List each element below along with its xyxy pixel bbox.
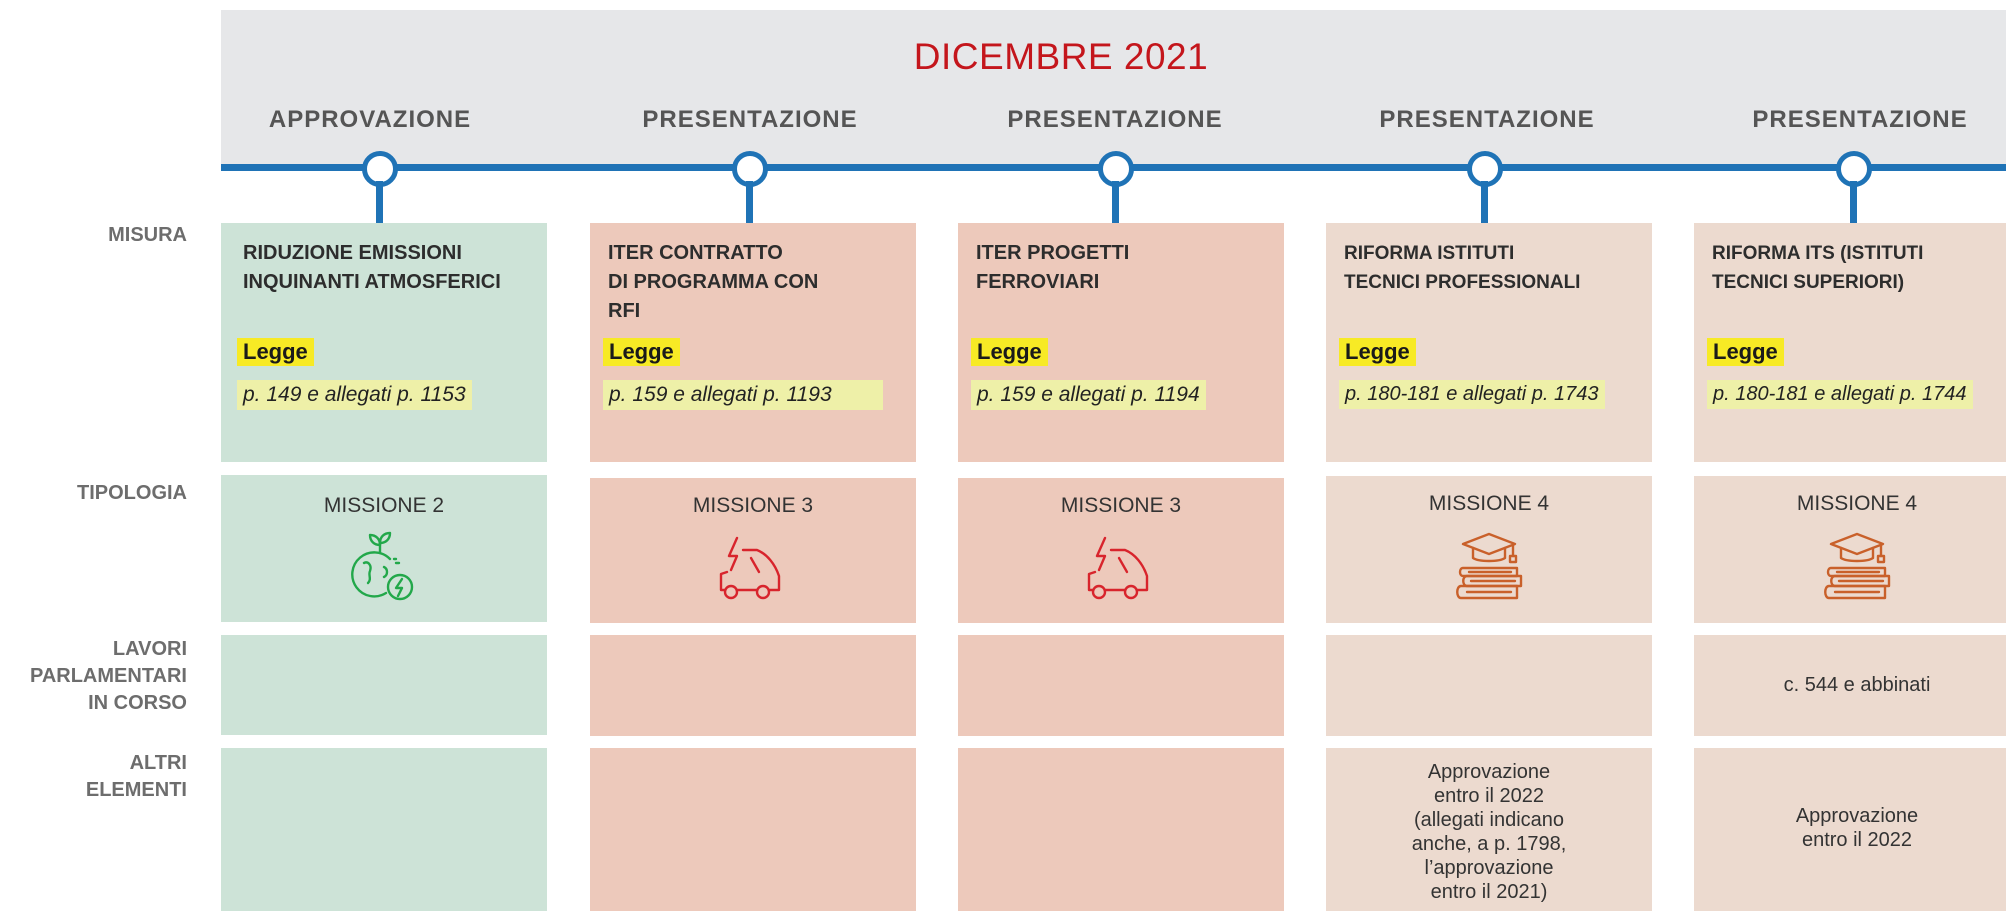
timeline-node-col4 [1467, 151, 1503, 187]
education-books-icon [1456, 532, 1523, 600]
legge-badge: Legge [603, 338, 680, 366]
row-label-altri: ALTRI ELEMENTI [85, 752, 187, 801]
timeline-stem-col3 [1112, 181, 1119, 223]
education-books-icon [1824, 532, 1891, 600]
altri-cell-col2 [590, 748, 916, 911]
altri-text: Approvazione entro il 2022 (allegati ind… [1411, 761, 1567, 903]
row-label-misura: MISURA [108, 224, 187, 246]
altri-cell-col5: Approvazione entro il 2022 [1694, 748, 2006, 911]
altri-cell-col3 [958, 748, 1284, 911]
timeline-title: DICEMBRE 2021 [913, 36, 1209, 77]
timeline-stem-col2 [746, 181, 753, 223]
stage-label-col5: PRESENTAZIONE [1752, 106, 1968, 133]
altri-text: Approvazione entro il 2022 [1795, 805, 1919, 851]
legge-badge: Legge [237, 338, 314, 366]
electric-vehicle-icon [719, 536, 781, 600]
tipologia-cell-col2: MISSIONE 3 [590, 478, 916, 623]
legge-badge: Legge [971, 338, 1048, 366]
legge-badge: Legge [1707, 338, 1784, 366]
tipologia-cell-col3: MISSIONE 3 [958, 478, 1284, 623]
missione-label: MISSIONE 4 [1428, 492, 1550, 515]
timeline-stem-col5 [1850, 181, 1857, 223]
timeline-header-band [221, 10, 2006, 167]
page-reference: p. 149 e allegati p. 1153 [237, 380, 472, 410]
timeline-stem-col4 [1481, 181, 1488, 223]
page-reference: p. 180-181 e allegati p. 1744 [1707, 380, 1973, 409]
lavori-cell-col5: c. 544 e abbinati [1694, 635, 2006, 736]
stage-label-col3: PRESENTAZIONE [1007, 106, 1223, 133]
stage-label-col1: APPROVAZIONE [268, 106, 472, 133]
legge-badge: Legge [1339, 338, 1416, 366]
tipologia-cell-col4: MISSIONE 4 [1326, 476, 1652, 623]
page-reference: p. 159 e allegati p. 1194 [971, 380, 1206, 410]
stage-label-col2: PRESENTAZIONE [642, 106, 858, 133]
row-label-tipologia: TIPOLOGIA [77, 482, 187, 504]
timeline-stem-col1 [376, 181, 383, 223]
missione-label: MISSIONE 2 [323, 494, 445, 517]
page-reference: p. 180-181 e allegati p. 1743 [1339, 380, 1605, 409]
green-earth-energy-icon [351, 531, 414, 601]
tipologia-cell-col1: MISSIONE 2 [221, 475, 547, 622]
lavori-text: c. 544 e abbinati [1783, 674, 1931, 696]
missione-label: MISSIONE 4 [1796, 492, 1918, 515]
missione-label: MISSIONE 3 [692, 494, 814, 517]
lavori-cell-col4 [1326, 635, 1652, 736]
missione-label: MISSIONE 3 [1060, 494, 1182, 517]
electric-vehicle-icon [1087, 536, 1149, 600]
lavori-cell-col2 [590, 635, 916, 736]
stage-label-col4: PRESENTAZIONE [1379, 106, 1595, 133]
tipologia-cell-col5: MISSIONE 4 [1694, 476, 2006, 623]
row-label-lavori: LAVORI PARLAMENTARI IN CORSO [29, 638, 187, 714]
lavori-cell-col3 [958, 635, 1284, 736]
page-reference: p. 159 e allegati p. 1193 [603, 380, 883, 410]
altri-cell-col4: Approvazione entro il 2022 (allegati ind… [1326, 748, 1652, 911]
altri-cell-col1 [221, 748, 547, 911]
lavori-cell-col1 [221, 635, 547, 735]
